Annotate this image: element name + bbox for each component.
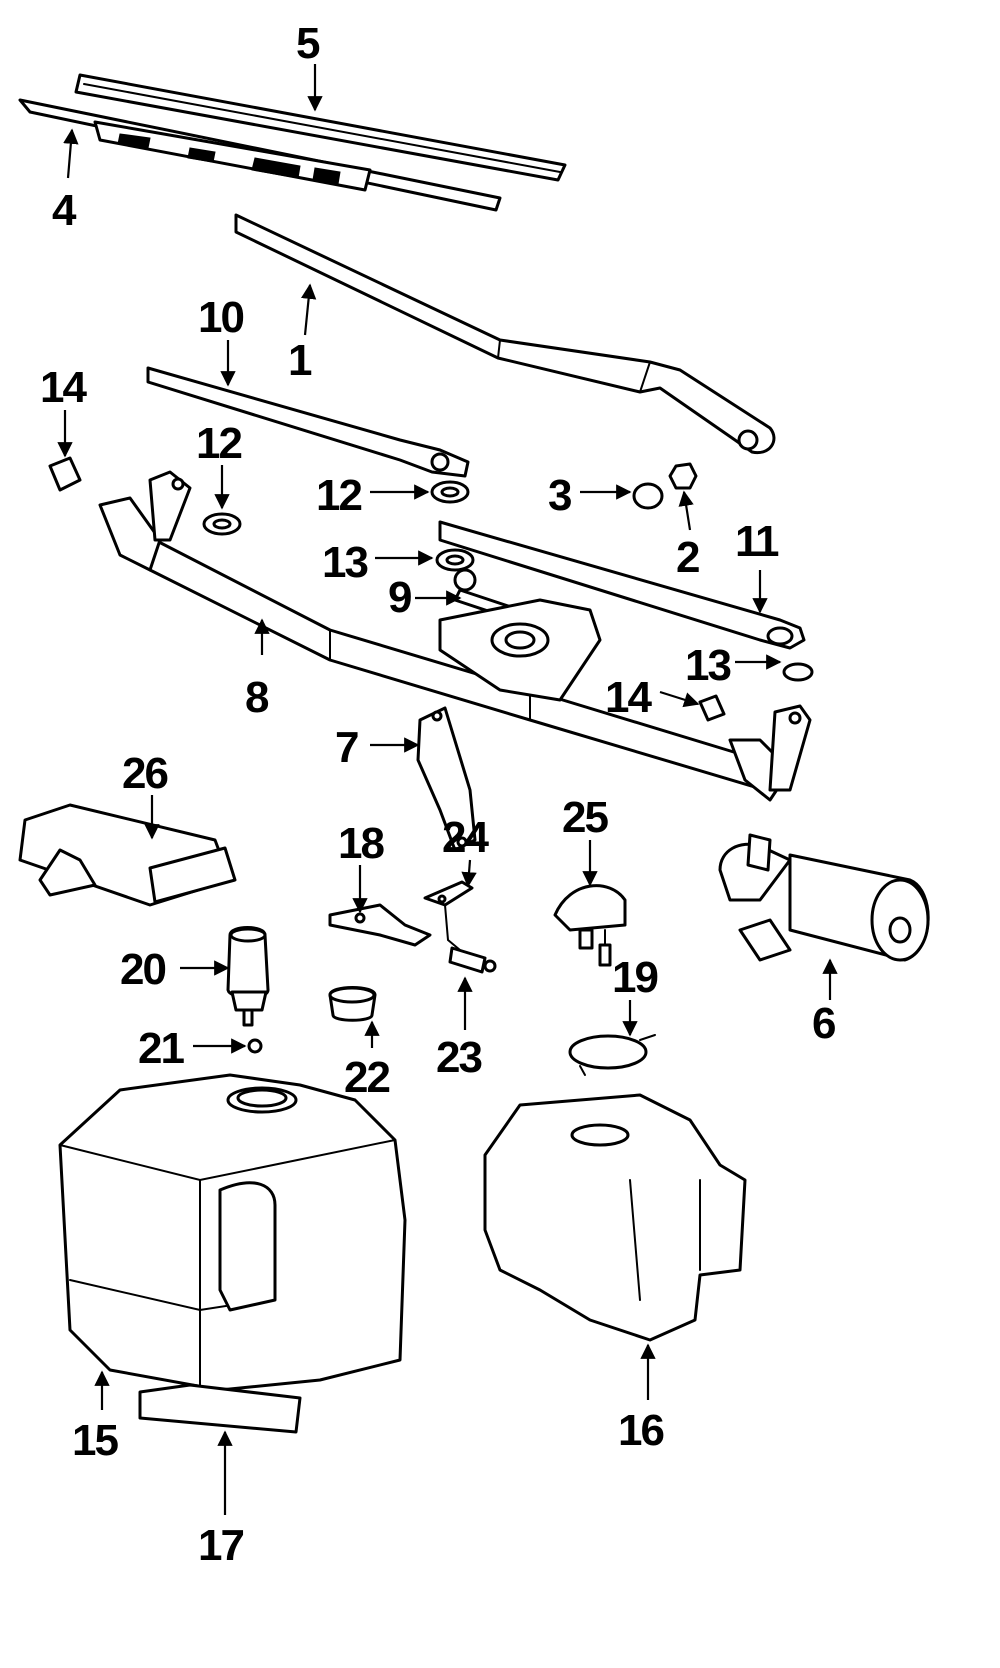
mounting-plate <box>328 903 432 947</box>
filler-cap <box>328 986 377 1022</box>
callout-12b: 12 <box>316 471 361 520</box>
pump-grommet <box>247 1038 263 1054</box>
grommet <box>435 548 475 572</box>
wiper-blade <box>18 98 502 212</box>
callout-1: 1 <box>288 336 312 385</box>
callout-21: 21 <box>138 1024 184 1073</box>
callout-14a: 14 <box>40 363 87 412</box>
callout-17: 17 <box>198 1521 243 1570</box>
auxiliary-reservoir <box>483 1093 747 1342</box>
hose-fitting <box>444 904 497 974</box>
wiper-arm <box>234 213 776 455</box>
reservoir-pad <box>138 1383 302 1434</box>
reservoir-cap <box>568 1034 656 1076</box>
drive-link <box>146 366 470 478</box>
nut <box>668 462 698 490</box>
callout-15: 15 <box>72 1416 118 1465</box>
wiper-motor <box>718 833 930 962</box>
wiper-linkage-frame <box>98 470 812 802</box>
callout-22: 22 <box>344 1053 389 1102</box>
cover <box>553 884 627 967</box>
control-module <box>18 803 237 907</box>
callout-11: 11 <box>735 517 779 566</box>
washer <box>202 512 242 536</box>
washer-pump <box>226 926 270 1027</box>
bushing <box>48 456 82 492</box>
callout-7: 7 <box>335 723 358 772</box>
callout-10: 10 <box>198 293 243 342</box>
callout-24: 24 <box>442 813 489 862</box>
cap <box>632 482 664 510</box>
callout-2: 2 <box>676 533 699 582</box>
callout-5: 5 <box>296 19 320 68</box>
callout-25: 25 <box>562 793 608 842</box>
callout-8: 8 <box>245 673 269 722</box>
grommet <box>782 662 814 682</box>
connecting-link <box>438 520 806 650</box>
callout-16: 16 <box>618 1406 663 1455</box>
washer-nozzle <box>423 880 474 907</box>
callout-19: 19 <box>612 953 657 1002</box>
bushing <box>698 694 726 722</box>
callout-26: 26 <box>122 749 167 798</box>
callout-9: 9 <box>388 573 411 622</box>
callout-23: 23 <box>436 1033 481 1082</box>
wiper-blade-refill <box>74 73 567 182</box>
callout-3: 3 <box>548 471 571 520</box>
callout-4: 4 <box>52 186 77 235</box>
callout-20: 20 <box>120 945 165 994</box>
bracket <box>416 706 477 852</box>
motor-mount-plate <box>438 598 602 702</box>
callout-18: 18 <box>338 819 384 868</box>
washer-reservoir <box>58 1073 407 1392</box>
callout-13b: 13 <box>685 641 730 690</box>
callout-12a: 12 <box>196 419 241 468</box>
callout-13a: 13 <box>322 538 367 587</box>
callout-14b: 14 <box>605 673 652 722</box>
callout-6: 6 <box>812 999 835 1048</box>
grommet <box>430 480 470 504</box>
leader-lines <box>57 64 838 1515</box>
